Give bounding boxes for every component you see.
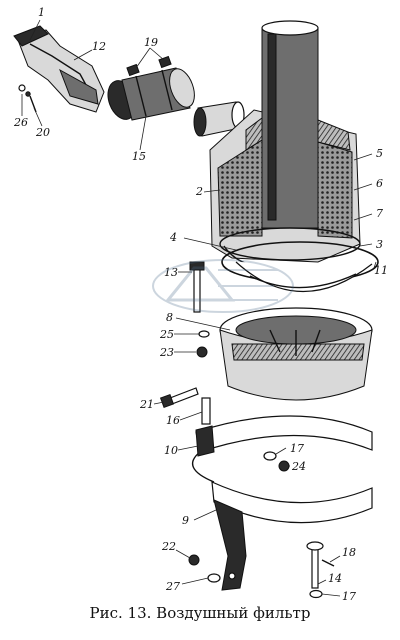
callout-label: 19 xyxy=(144,36,158,49)
callout-label: 5 xyxy=(376,147,383,160)
nut-24 xyxy=(278,460,290,472)
watermark-emblem xyxy=(152,259,294,313)
callout-label: 12 xyxy=(92,40,106,53)
mounting-bracket xyxy=(213,499,247,591)
connecting-hose xyxy=(107,67,195,121)
washer-17-lower xyxy=(309,589,323,599)
callout-label: 15 xyxy=(132,150,146,163)
callout-label: 23 xyxy=(159,346,174,359)
callout-label: 16 xyxy=(166,414,180,427)
washer-17-upper xyxy=(263,451,277,461)
callout-label: 20 xyxy=(35,126,50,139)
callout-label: 17 xyxy=(342,590,356,603)
callout-label: 25 xyxy=(159,328,174,341)
callout-label: 27 xyxy=(165,580,180,593)
bolt-21 xyxy=(159,387,199,409)
callout-labels: 1 2 3 4 5 6 7 8 9 10 11 12 13 14 15 16 1… xyxy=(13,6,388,603)
callout-label: 22 xyxy=(161,540,176,553)
callout-label: 9 xyxy=(182,514,189,527)
callout-label: 24 xyxy=(291,460,306,473)
callout-label: 21 xyxy=(139,398,154,411)
cotter-pin-18 xyxy=(321,559,335,567)
long-bolt-13 xyxy=(189,261,205,313)
nut-22 xyxy=(188,554,200,566)
nut-23 xyxy=(196,346,208,358)
callout-label: 14 xyxy=(328,572,342,585)
callout-label: 17 xyxy=(290,442,304,455)
callout-label: 26 xyxy=(13,116,28,129)
leader-lines xyxy=(21,19,377,597)
callout-label: 11 xyxy=(374,264,388,277)
callout-label: 13 xyxy=(164,266,178,279)
washer-27 xyxy=(207,573,221,583)
intake-elbow-pipe xyxy=(13,25,105,113)
callout-label: 2 xyxy=(195,185,203,198)
callout-label: 18 xyxy=(342,546,356,559)
washer-25 xyxy=(198,330,210,338)
callout-label: 7 xyxy=(376,207,383,220)
filter-housing xyxy=(209,20,361,269)
callout-label: 6 xyxy=(376,177,383,190)
callout-label: 4 xyxy=(169,231,177,244)
callout-label: 3 xyxy=(376,238,383,251)
figure-caption: Рис. 13. Воздушный фильтр xyxy=(89,604,311,622)
callout-label: 8 xyxy=(166,311,173,324)
bolt-14 xyxy=(306,541,324,589)
stud-16 xyxy=(201,397,211,425)
callout-label: 10 xyxy=(164,444,178,457)
callout-label: 1 xyxy=(38,6,45,19)
oil-bath-bowl xyxy=(219,307,373,401)
mounting-clamp-band xyxy=(191,415,373,524)
housing-lower-dome xyxy=(235,261,373,293)
pipe-clamp-screw xyxy=(18,84,37,113)
inlet-connector-tube xyxy=(193,101,245,137)
